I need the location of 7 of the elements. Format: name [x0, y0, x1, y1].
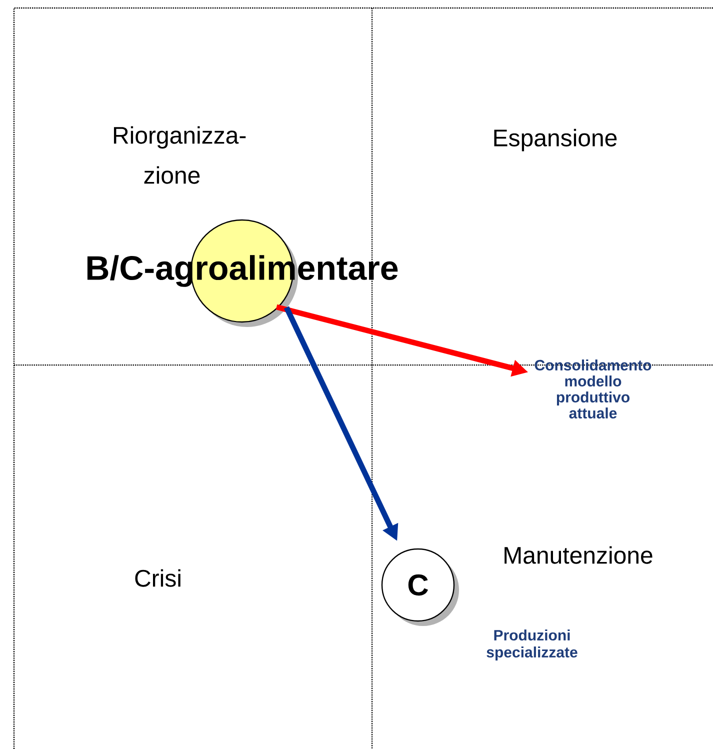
- annotation-text: Consolidamento modello produttivo attuale: [534, 360, 652, 418]
- quadrant-label: Espansione: [494, 128, 617, 152]
- annotation-text: Produzioni specializzate: [486, 630, 578, 660]
- quadrant-label: Crisi: [135, 569, 180, 587]
- circle-node: C: [381, 548, 459, 626]
- quadrant-label: Riorganizza- zione: [114, 126, 246, 184]
- quadrant-label: Manutenzione: [504, 546, 652, 564]
